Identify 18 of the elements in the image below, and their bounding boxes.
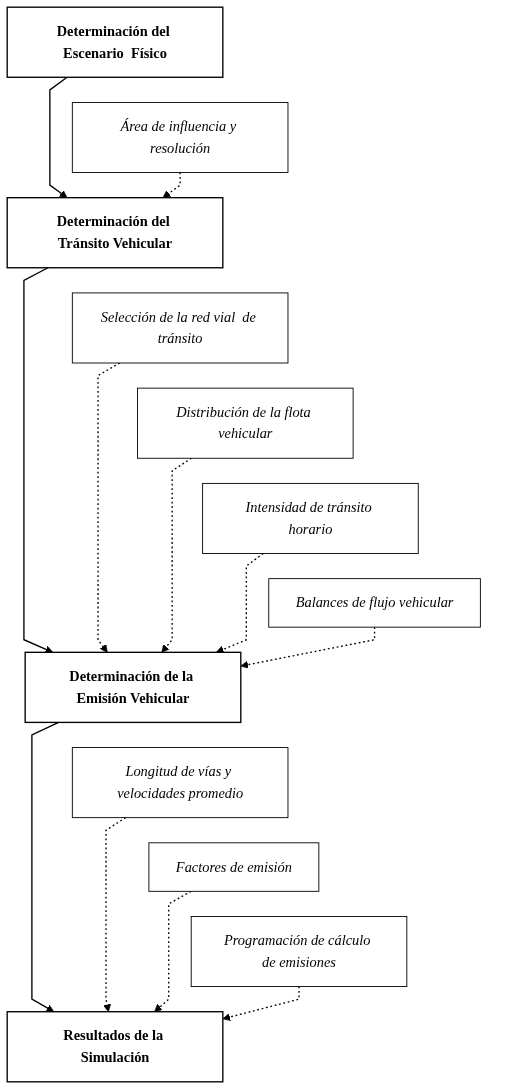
node-box: Longitud de vías y velocidades promedio xyxy=(71,747,289,819)
arrow xyxy=(31,721,60,1013)
node-box: Balances de flujo vehicular xyxy=(268,578,481,628)
node-box: Selección de la red vial de tránsito xyxy=(71,292,289,364)
arrow xyxy=(49,76,68,199)
node-box: Determinación del Tránsito Vehicular xyxy=(6,197,224,269)
arrow xyxy=(162,171,181,199)
node-box: Factores de emisión xyxy=(148,842,320,892)
arrow xyxy=(222,985,300,1021)
node-box: Determinación del Escenario Físico xyxy=(6,6,224,78)
node-box: Determinación de la Emisión Vehicular xyxy=(24,651,242,724)
arrow xyxy=(103,816,127,1013)
node-box: Área de influencia y resolución xyxy=(71,102,289,173)
node-box: Programación de cálculo de emisiones xyxy=(190,916,408,988)
arrow xyxy=(23,267,54,654)
node-box: Resultados de la Simulación xyxy=(6,1011,224,1083)
node-box: Distribución de la flota vehicular xyxy=(137,387,354,459)
node-box: Intensidad de tránsito horario xyxy=(202,482,419,554)
